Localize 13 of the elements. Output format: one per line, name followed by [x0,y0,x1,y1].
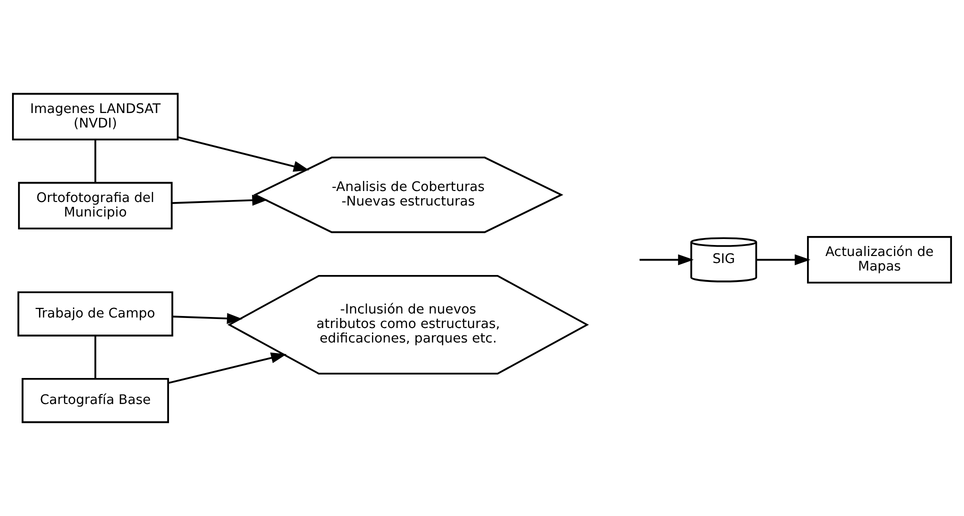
arrow [178,136,310,172]
connector [94,336,96,379]
arrow [168,352,287,384]
arrow [640,254,694,266]
node-box: Cartografía Base [22,378,169,424]
arrow [756,254,810,266]
node-box: Imagenes LANDSAT (NVDI) [12,92,179,140]
connector [94,140,96,183]
node-box: Trabajo de Campo [17,291,174,336]
arrow [172,313,243,324]
node-box: Actualización de Mapas [807,236,952,284]
arrow [172,194,268,206]
node-box: Ortofotografia del Municipio [18,182,173,230]
